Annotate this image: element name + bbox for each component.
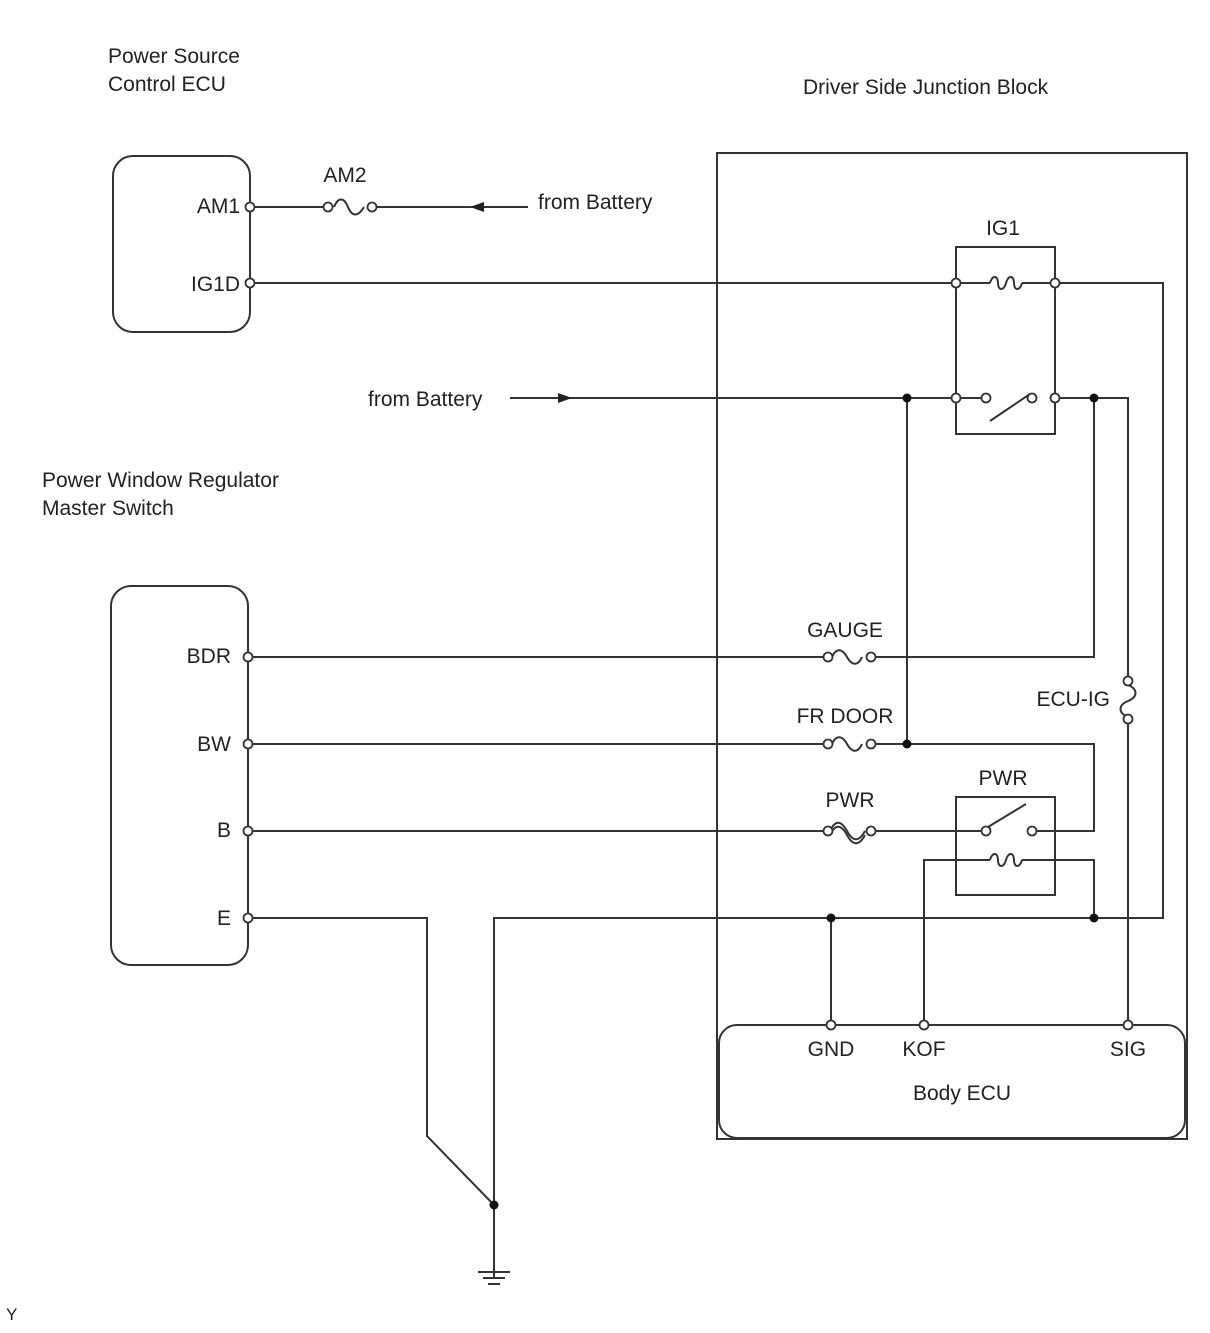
- ig1-coil-icon: [989, 276, 1023, 290]
- ig1-relay-terminal: [950, 277, 962, 289]
- battery-arrow-icon-2: [558, 393, 572, 403]
- bw-label: BW: [197, 733, 231, 756]
- battery-arrow-icon: [470, 202, 484, 212]
- fr-door-fuse-label: FR DOOR: [796, 705, 894, 728]
- ig1-relay-terminal: [1049, 392, 1061, 404]
- master-switch-title-line2: Master Switch: [42, 497, 174, 520]
- power-source-ecu-title-line1: Power Source: [108, 45, 240, 68]
- ecu-ig-fuse-terminal: [1122, 713, 1134, 725]
- am2-fuse-terminal: [366, 201, 378, 213]
- junction-dot: [1089, 913, 1099, 923]
- bdr-terminal: [242, 651, 254, 663]
- power-source-ecu-title-line2: Control ECU: [108, 73, 226, 96]
- ig1-switch-contact: [980, 392, 992, 404]
- bw-terminal: [242, 738, 254, 750]
- fr-door-fuse-terminal: [822, 738, 834, 750]
- battery-ig1-wire: [510, 393, 1129, 1021]
- junction-block-title: Driver Side Junction Block: [803, 76, 1049, 99]
- pwr-switch-contact: [1026, 825, 1038, 837]
- junction-dot: [1089, 393, 1099, 403]
- gauge-fuse-terminal: [822, 651, 834, 663]
- e-terminal: [242, 912, 254, 924]
- bdr-label: BDR: [186, 645, 231, 668]
- ig1d-terminal: [244, 277, 256, 289]
- junction-dot: [826, 913, 836, 923]
- from-battery-label-mid: from Battery: [368, 388, 483, 411]
- ecu-ig-fuse-label: ECU-IG: [1036, 688, 1111, 711]
- pwr-switch-contact: [980, 825, 992, 837]
- ecu-ig-fuse-icon: [1119, 684, 1137, 718]
- driver-side-junction-block-box: [716, 152, 1188, 1140]
- pwr-fuse-terminal: [822, 825, 834, 837]
- pwr-relay-label: PWR: [978, 767, 1028, 790]
- ig1-switch-contact: [1026, 392, 1038, 404]
- figure-code: Y: [6, 1305, 18, 1324]
- b-wire: [252, 803, 1027, 845]
- gauge-feed-wire: [875, 398, 1095, 658]
- pwr-coil-icon: [989, 853, 1023, 867]
- am2-fuse-label: AM2: [323, 164, 367, 187]
- pwr-fuse-label: PWR: [825, 789, 875, 812]
- ground-icon: [478, 1271, 510, 1285]
- am2-fuse-terminal: [322, 201, 334, 213]
- e-ground-wire: [252, 917, 1094, 1278]
- kof-label: KOF: [902, 1038, 946, 1061]
- junction-dot: [489, 1200, 499, 1210]
- gnd-terminal: [825, 1019, 837, 1031]
- junction-dot: [902, 739, 912, 749]
- bdr-wire: [252, 649, 863, 665]
- ig1-relay-terminal: [1049, 277, 1061, 289]
- pwr-relay-box: [955, 796, 1056, 896]
- junction-dot: [902, 393, 912, 403]
- master-switch-box: [110, 585, 249, 966]
- pwr-fuse-terminal: [865, 825, 877, 837]
- am1-wire: [254, 198, 528, 216]
- pwr-relay-coil-wire: [923, 859, 1095, 1021]
- sig-terminal: [1122, 1019, 1134, 1031]
- gnd-label: GND: [807, 1038, 855, 1061]
- e-label: E: [216, 907, 231, 930]
- ig1d-wire: [254, 282, 1164, 919]
- ig1-relay-terminal: [950, 392, 962, 404]
- am1-label: AM1: [196, 195, 240, 218]
- gauge-fuse-terminal: [865, 651, 877, 663]
- body-ecu-title: Body ECU: [912, 1082, 1012, 1105]
- ig1d-label: IG1D: [190, 273, 240, 296]
- ig1-relay-label: IG1: [986, 217, 1020, 240]
- b-label: B: [216, 819, 231, 842]
- gauge-fuse-label: GAUGE: [807, 619, 883, 642]
- b-terminal: [242, 825, 254, 837]
- kof-terminal: [918, 1019, 930, 1031]
- from-battery-label-top: from Battery: [538, 191, 653, 214]
- ecu-ig-fuse-terminal: [1122, 675, 1134, 687]
- fr-door-fuse-terminal: [865, 738, 877, 750]
- sig-label: SIG: [1109, 1038, 1147, 1061]
- body-ecu-box: [718, 1024, 1186, 1139]
- master-switch-title-line1: Power Window Regulator: [42, 469, 279, 492]
- ig1-relay-box: [955, 246, 1056, 435]
- power-source-control-ecu-box: [112, 155, 251, 333]
- bw-wire: [252, 736, 1095, 832]
- am1-terminal: [244, 201, 256, 213]
